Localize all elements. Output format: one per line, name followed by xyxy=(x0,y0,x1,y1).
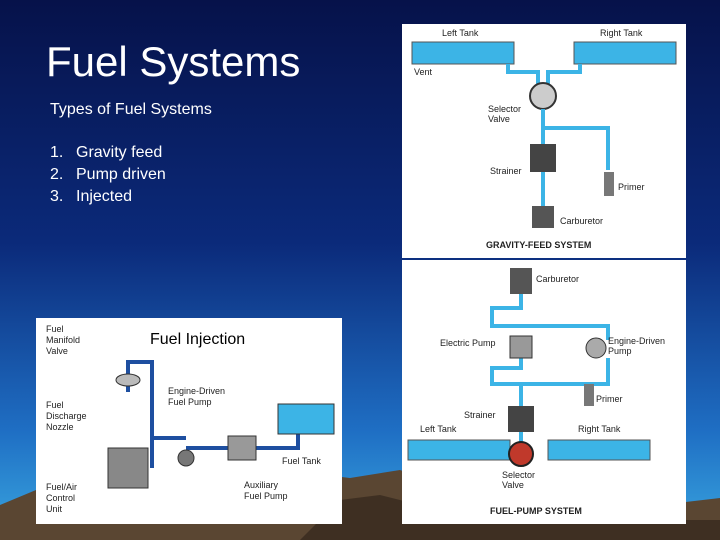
fuel-tank xyxy=(277,403,335,435)
list-item: 1.Gravity feed xyxy=(50,144,163,161)
selector-valve-icon xyxy=(508,441,534,467)
pump-carburetor-label: Carburetor xyxy=(536,274,579,284)
engine-driven-label-1: Engine-Driven xyxy=(608,336,665,346)
selector-label-1: Selector xyxy=(488,104,521,114)
auxiliary-fuel-pump-icon xyxy=(227,435,257,461)
right-tank xyxy=(573,41,677,65)
electric-pump-label: Electric Pump xyxy=(440,338,496,348)
list-item: 3.Injected xyxy=(50,188,133,205)
gravity-feed-diagram: Left Tank Right Tank Vent Selector Valve… xyxy=(402,24,686,258)
primer-label: Primer xyxy=(618,182,645,192)
selector-valve-icon xyxy=(529,82,557,110)
list-item: 2.Pump driven xyxy=(50,166,166,183)
pump-strainer-label: Strainer xyxy=(464,410,496,420)
engine-driven-label-2: Pump xyxy=(608,346,632,356)
pump-left-tank-label: Left Tank xyxy=(420,424,457,434)
svg-text:Discharge: Discharge xyxy=(46,411,87,421)
engine-driven-pump-icon xyxy=(585,337,607,359)
strainer-label: Strainer xyxy=(490,166,522,176)
pump-right-tank xyxy=(547,439,651,461)
strainer-icon xyxy=(508,406,534,432)
selector-label-2: Valve xyxy=(488,114,510,124)
carburetor-label: Carburetor xyxy=(560,216,603,226)
svg-text:Fuel: Fuel xyxy=(46,324,64,334)
engine-driven-fuel-pump-icon xyxy=(177,449,195,467)
gravity-caption: GRAVITY-FEED SYSTEM xyxy=(486,240,591,250)
svg-text:Fuel Pump: Fuel Pump xyxy=(168,397,212,407)
svg-text:Fuel: Fuel xyxy=(46,400,64,410)
fuel-system-types-list: 1.Gravity feed 2.Pump driven 3.Injected xyxy=(50,144,166,210)
fuel-air-control-unit-icon xyxy=(107,447,149,489)
electric-pump-icon xyxy=(509,335,533,359)
fuel-pump-diagram: Carburetor Electric Pump Engine-Driven P… xyxy=(402,260,686,524)
svg-text:Fuel/Air: Fuel/Air xyxy=(46,482,77,492)
svg-text:Valve: Valve xyxy=(46,346,68,356)
pump-selector-label-2: Valve xyxy=(502,480,524,490)
pump-selector-label-1: Selector xyxy=(502,470,535,480)
svg-text:Unit: Unit xyxy=(46,504,63,514)
svg-text:Control: Control xyxy=(46,493,75,503)
left-tank xyxy=(411,41,515,65)
pump-caption: FUEL-PUMP SYSTEM xyxy=(490,506,582,516)
pump-left-tank xyxy=(407,439,511,461)
slide-subtitle: Types of Fuel Systems xyxy=(50,101,212,118)
carburetor-icon xyxy=(532,206,554,228)
svg-text:Engine-Driven: Engine-Driven xyxy=(168,386,225,396)
primer-icon xyxy=(584,384,594,406)
left-tank-label: Left Tank xyxy=(442,28,479,38)
pump-right-tank-label: Right Tank xyxy=(578,424,621,434)
fuel-injection-diagram: Fuel Injection Fuel Manifold Valve Fuel … xyxy=(36,318,342,524)
slide-title: Fuel Systems xyxy=(46,38,301,85)
pump-primer-label: Primer xyxy=(596,394,623,404)
svg-text:Nozzle: Nozzle xyxy=(46,422,74,432)
fuel-manifold-valve-icon xyxy=(115,373,141,387)
fuel-injection-title: Fuel Injection xyxy=(150,331,245,348)
svg-text:Fuel Pump: Fuel Pump xyxy=(244,491,288,501)
svg-text:Fuel Tank: Fuel Tank xyxy=(282,456,321,466)
right-tank-label: Right Tank xyxy=(600,28,643,38)
primer-icon xyxy=(604,172,614,196)
vent-label: Vent xyxy=(414,67,433,77)
strainer-icon xyxy=(530,144,556,172)
svg-text:Auxiliary: Auxiliary xyxy=(244,480,279,490)
carburetor-icon xyxy=(510,268,532,294)
svg-text:Manifold: Manifold xyxy=(46,335,80,345)
